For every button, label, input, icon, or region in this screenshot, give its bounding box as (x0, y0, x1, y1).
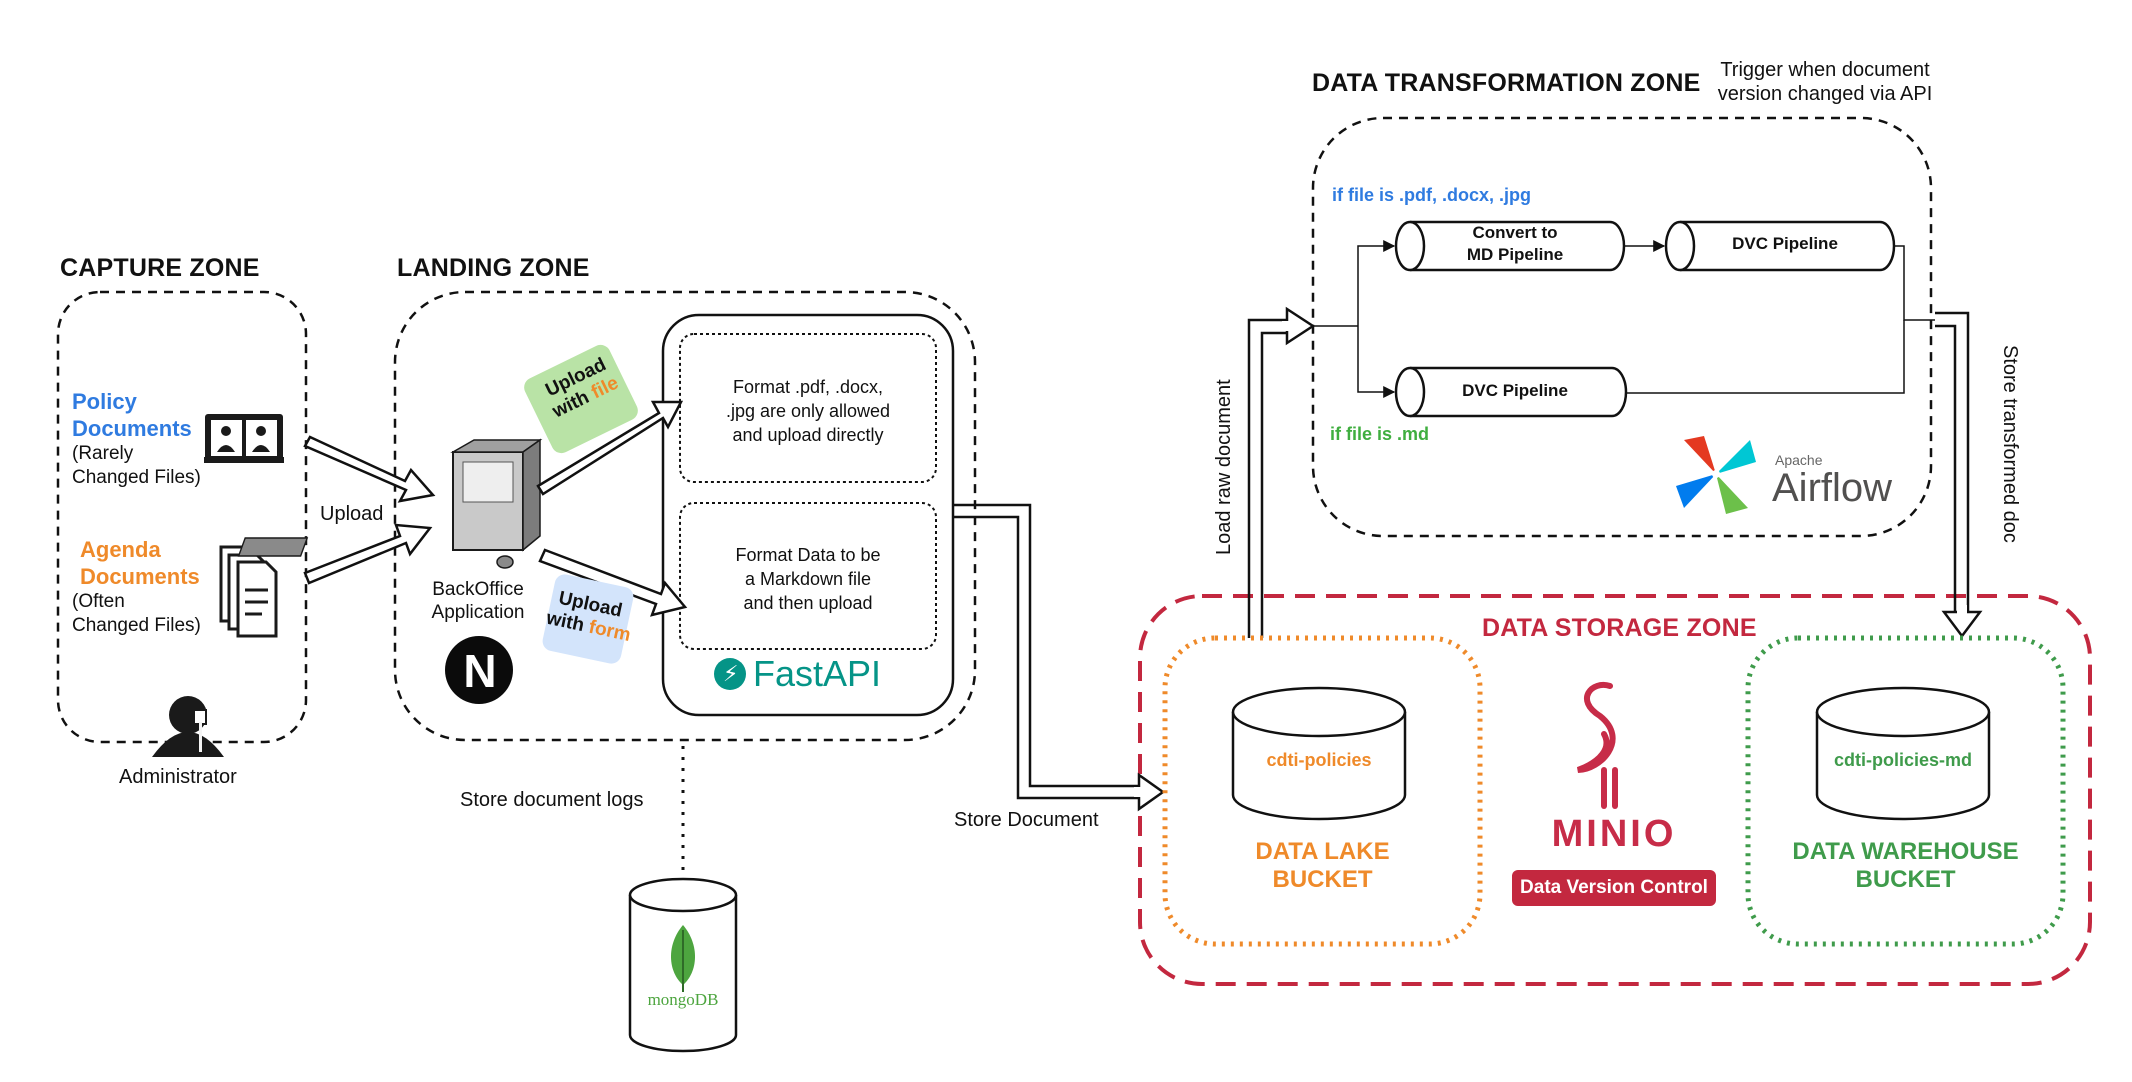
minio-flamingo-icon (1576, 681, 1618, 809)
store-transformed-arrow (1935, 311, 1983, 639)
data-lake-cylinder (1231, 686, 1407, 821)
landing-zone-box (393, 290, 977, 742)
fastapi-logo-icon: ⚡ (714, 658, 746, 690)
upload-arrow-agenda (303, 523, 433, 585)
capture-zone-title: CAPTURE ZONE (60, 254, 260, 282)
upload-label: Upload (320, 503, 384, 525)
format-box-file (679, 333, 937, 483)
store-logs-label: Store document logs (460, 789, 644, 811)
policy-documents-icon (204, 414, 284, 463)
agenda-documents-icon (219, 545, 278, 638)
branch-bottom (1357, 326, 1396, 398)
airflow-wordmark: Airflow (1772, 466, 1893, 510)
airflow-logo-mark (1676, 436, 1756, 514)
badge-file-bg (524, 344, 638, 454)
trigger-note: Trigger when document version changed vi… (1717, 59, 1933, 105)
load-raw-arrow (1247, 306, 1316, 638)
airflow-apache-label: Apache (1775, 452, 1823, 468)
administrator-icon (152, 696, 224, 757)
policy-documents-note: (Rarely Changed Files) (72, 443, 201, 488)
badge-form-bg (542, 574, 634, 664)
data-lake-label: DATA LAKE BUCKET (1255, 838, 1390, 893)
computer-icon (237, 438, 543, 569)
mongodb-wordmark: mongoDB (647, 990, 719, 1009)
upload-arrow-form (538, 548, 688, 617)
dvc-badge-label: Data Version Control (1520, 877, 1708, 898)
format-file-text: Format .pdf, .docx, .jpg are only allowe… (725, 377, 891, 445)
minio-wordmark: MINIO (1551, 813, 1677, 855)
nextjs-logo (445, 636, 513, 704)
data-lake-container (1162, 635, 1483, 947)
data-warehouse-container (1745, 635, 2066, 947)
storage-zone-title: DATA STORAGE ZONE (1482, 614, 1757, 642)
landing-zone-title: LANDING ZONE (397, 254, 590, 282)
dvc-badge-bg (1512, 870, 1716, 906)
capture-zone-box (56, 290, 308, 744)
branch-top (1357, 240, 1396, 326)
data-warehouse-cylinder (1815, 686, 1991, 821)
load-raw-label: Load raw document (1213, 379, 1235, 555)
policy-documents-title: Policy Documents (72, 389, 192, 441)
data-warehouse-bucket-name: cdti-policies-md (1833, 750, 1972, 770)
format-box-form (679, 502, 937, 650)
nextjs-logo-letter: N (463, 645, 497, 697)
administrator-label: Administrator (119, 766, 237, 788)
condition-pdf: if file is .pdf, .docx, .jpg (1332, 185, 1532, 205)
fastapi-container (661, 313, 955, 717)
upload-arrow-file (536, 400, 684, 496)
store-document-label: Store Document (954, 809, 1099, 831)
condition-md: if file is .md (1330, 424, 1430, 444)
agenda-documents-title: Agenda Documents (80, 537, 200, 589)
backoffice-label: BackOffice Application (431, 579, 525, 623)
data-lake-bucket-name: cdti-policies (1266, 750, 1372, 770)
pipe-dvc-top (1664, 220, 1896, 272)
pipe-dvc-top-label: DVC Pipeline (1732, 234, 1838, 253)
pipe-dvc-bottom (1394, 366, 1628, 418)
store-document-arrow (953, 503, 1166, 812)
data-warehouse-label: DATA WAREHOUSE BUCKET (1792, 838, 2019, 893)
fastapi-wordmark: FastAPI (753, 653, 882, 694)
store-transformed-label: Store transformed doc (1999, 345, 2021, 543)
pipe-convert (1394, 220, 1626, 272)
top-merge (1895, 245, 1935, 321)
transformation-zone-title: DATA TRANSFORMATION ZONE (1312, 69, 1701, 97)
pipe-dvc-bottom-label: DVC Pipeline (1462, 381, 1568, 400)
bottom-merge (1625, 320, 1905, 394)
upload-arrow-policy (303, 435, 436, 503)
format-form-text: Format Data to be a Markdown file and th… (735, 545, 881, 613)
pipe-convert-label: Convert to MD Pipeline (1466, 223, 1564, 264)
agenda-documents-note: (Often Changed Files) (72, 591, 201, 636)
mongodb-cylinder (628, 877, 738, 1053)
